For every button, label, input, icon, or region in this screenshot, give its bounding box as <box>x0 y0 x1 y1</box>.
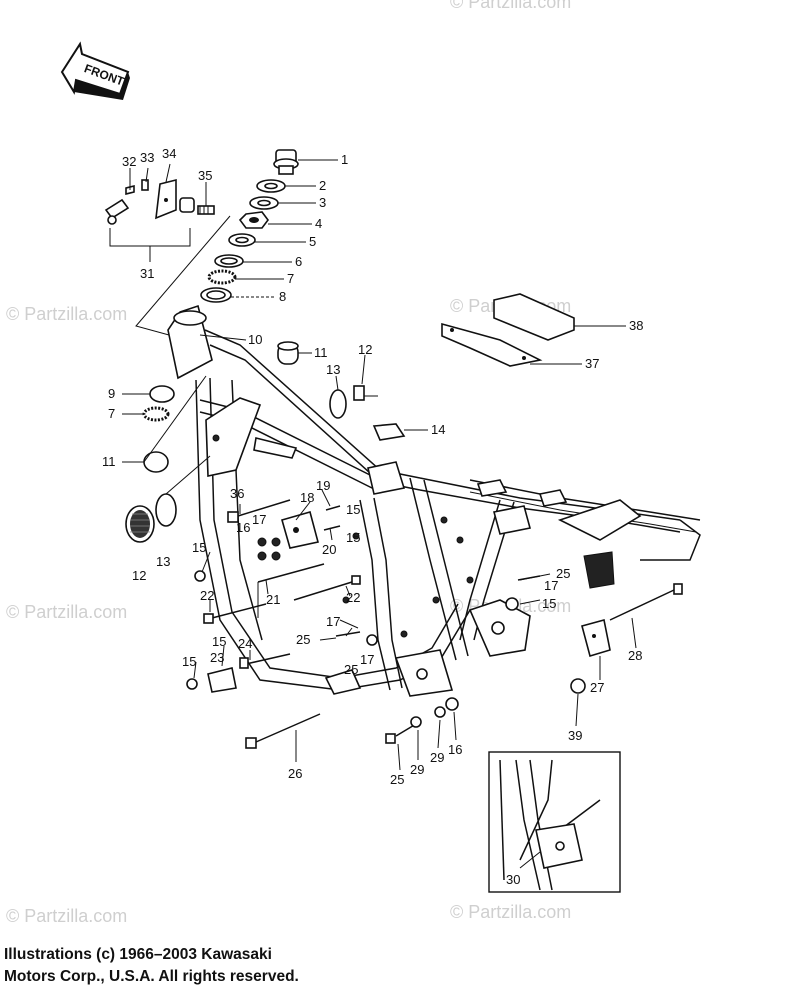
callout-label: 31 <box>140 266 154 281</box>
callout-label: 34 <box>162 146 176 161</box>
front-arrow-icon: FRONT <box>60 41 130 100</box>
callout-label: 17 <box>360 652 374 667</box>
steering-lock-parts <box>104 178 215 225</box>
bolts <box>186 499 683 749</box>
callout-label: 13 <box>156 554 170 569</box>
leader-lines <box>122 159 637 869</box>
callout-label: 28 <box>628 648 642 663</box>
callout-label: 1 <box>341 152 348 167</box>
callout-label: 30 <box>506 872 520 887</box>
callout-label: 15 <box>192 540 206 555</box>
callout-label: 25 <box>390 772 404 787</box>
callout-label: 15 <box>542 596 556 611</box>
callout-label: 4 <box>315 216 322 231</box>
callout-label: 38 <box>629 318 643 333</box>
callout-label: 27 <box>590 680 604 695</box>
callout-label: 11 <box>102 454 116 469</box>
callout-label: 39 <box>568 728 582 743</box>
callout-label: 17 <box>544 578 558 593</box>
copyright-line-2: Motors Corp., U.S.A. All rights reserved… <box>4 968 299 985</box>
watermark: © Partzilla.com <box>6 602 127 622</box>
callout-label: 8 <box>279 289 286 304</box>
steering-stem-parts <box>200 149 299 303</box>
callout-label: 25 <box>556 566 570 581</box>
callout-label: 17 <box>326 614 340 629</box>
callout-label: 15 <box>346 502 360 517</box>
copyright-notice: Illustrations (c) 1966–2003 Kawasaki Mot… <box>4 944 564 988</box>
watermarks: © Partzilla.com © Partzilla.com © Partzi… <box>6 0 571 926</box>
callout-label: 25 <box>296 632 310 647</box>
callout-numbers: 1 2 3 4 5 6 7 8 9 7 10 11 11 12 12 13 13… <box>102 146 643 887</box>
callout-label: 18 <box>300 490 314 505</box>
callout-label: 13 <box>326 362 340 377</box>
callout-label: 17 <box>252 512 266 527</box>
callout-label: 35 <box>198 168 212 183</box>
callout-label: 22 <box>200 588 214 603</box>
callout-label: 29 <box>430 750 444 765</box>
callout-label: 16 <box>448 742 462 757</box>
motorcycle-frame <box>167 304 701 697</box>
callout-label: 15 <box>182 654 196 669</box>
callout-label: 12 <box>358 342 372 357</box>
callout-label: 21 <box>266 592 280 607</box>
callout-label: 16 <box>236 520 250 535</box>
callout-label: 3 <box>319 195 326 210</box>
callout-label: 22 <box>346 590 360 605</box>
callout-label: 20 <box>322 542 336 557</box>
callout-label: 36 <box>230 486 244 501</box>
callout-label: 10 <box>248 332 262 347</box>
callout-label: 37 <box>585 356 599 371</box>
copyright-line-1: Illustrations (c) 1966–2003 Kawasaki <box>4 946 272 963</box>
callout-label: 24 <box>238 636 252 651</box>
callout-label: 32 <box>122 154 136 169</box>
callout-label: 15 <box>346 530 360 545</box>
watermark: © Partzilla.com <box>450 902 571 922</box>
callout-label: 6 <box>295 254 302 269</box>
callout-label: 12 <box>132 568 146 583</box>
reflector-icon <box>125 505 155 543</box>
watermark: © Partzilla.com <box>6 304 127 324</box>
callout-label: 33 <box>140 150 154 165</box>
callout-label: 9 <box>108 386 115 401</box>
callout-label: 7 <box>287 271 294 286</box>
rubber-caps <box>125 341 406 543</box>
group-bracket-31 <box>109 215 231 339</box>
callout-label: 11 <box>314 345 328 360</box>
side-cover-parts <box>441 293 575 367</box>
frame-parts-diagram: © Partzilla.com © Partzilla.com © Partzi… <box>6 0 701 926</box>
callout-label: 19 <box>316 478 330 493</box>
callout-label: 25 <box>344 662 358 677</box>
callout-label: 7 <box>108 406 115 421</box>
callout-label: 14 <box>431 422 445 437</box>
watermark: © Partzilla.com <box>450 0 571 12</box>
callout-label: 29 <box>410 762 424 777</box>
callout-label: 26 <box>288 766 302 781</box>
watermark: © Partzilla.com <box>6 906 127 926</box>
callout-label: 23 <box>210 650 224 665</box>
callout-label: 5 <box>309 234 316 249</box>
callout-label: 2 <box>319 178 326 193</box>
callout-label: 15 <box>212 634 226 649</box>
inset-detail-30 <box>488 751 621 893</box>
